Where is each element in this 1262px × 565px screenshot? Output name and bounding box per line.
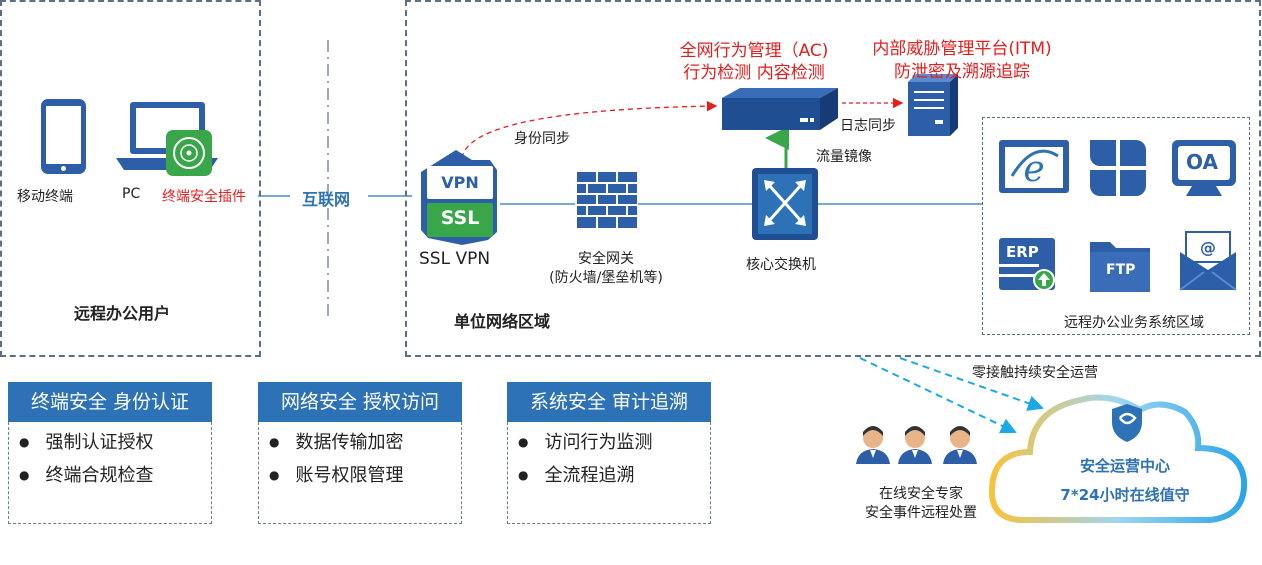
core-switch-icon <box>752 168 818 240</box>
expert-avatar-icon <box>898 426 932 464</box>
remote-office-zone <box>0 0 261 357</box>
cloud-subtitle: 7*24小时在线值守 <box>1060 486 1190 504</box>
panel-item: 账号权限管理 <box>269 459 461 492</box>
erp-icon-text: ERP <box>1006 243 1039 261</box>
business-system-zone <box>982 117 1250 335</box>
traffic-mirror-label: 流量镜像 <box>816 149 872 165</box>
panel-title: 系统安全 审计追溯 <box>507 382 711 422</box>
panel-network-security: 网络安全 授权访问 数据传输加密 账号权限管理 <box>258 382 462 524</box>
panel-endpoint-security: 终端安全 身份认证 强制认证授权 终端合规检查 <box>8 382 212 524</box>
expert-avatar-icon <box>943 426 977 464</box>
zero-touch-arrow-2 <box>899 357 1044 411</box>
ftp-folder-icon <box>1090 242 1150 292</box>
panel-item: 数据传输加密 <box>269 426 461 459</box>
clover-app-icon <box>1090 140 1146 196</box>
business-zone-title: 远程办公业务系统区域 <box>1064 315 1204 331</box>
panel-title: 网络安全 授权访问 <box>258 382 462 422</box>
identity-sync-arrow <box>461 100 718 159</box>
panel-list: 数据传输加密 账号权限管理 <box>258 422 462 524</box>
ac-appliance-icon <box>722 88 838 130</box>
unit-network-zone <box>405 0 1261 357</box>
panel-title: 终端安全 身份认证 <box>8 382 212 422</box>
cloud-title: 安全运营中心 <box>1079 457 1170 475</box>
ssl-vpn-label: SSL VPN <box>419 249 491 269</box>
panel-item: 终端合规检查 <box>19 459 211 492</box>
unit-zone-title: 单位网络区域 <box>454 312 551 331</box>
panel-list: 强制认证授权 终端合规检查 <box>8 422 212 524</box>
email-icon <box>1179 231 1237 291</box>
experts-line1: 在线安全专家 <box>879 486 963 502</box>
mobile-phone-icon <box>41 99 86 174</box>
gateway-label-line1: 安全网关 <box>578 251 634 267</box>
ac-label-line1: 全网行为管理（AC) <box>679 41 829 61</box>
panel-item: 强制认证授权 <box>19 426 211 459</box>
ftp-icon-text: FTP <box>1106 262 1136 278</box>
shield-icon <box>1112 404 1142 442</box>
ssl-vpn-icon <box>421 150 497 245</box>
experts-line2: 安全事件远程处置 <box>865 505 977 521</box>
ie-browser-icon: e <box>999 140 1069 193</box>
mobile-terminal-label: 移动终端 <box>17 189 73 205</box>
oa-icon-text: OA <box>1186 150 1218 174</box>
panel-system-security: 系统安全 审计追溯 访问行为监测 全流程追溯 <box>507 382 711 524</box>
panel-item: 访问行为监测 <box>518 426 710 459</box>
remote-zone-title: 远程办公用户 <box>74 304 171 323</box>
itm-server-icon <box>908 74 958 136</box>
firewall-icon <box>577 172 637 228</box>
svg-text:e: e <box>1023 149 1044 190</box>
zero-touch-label: 零接触持续安全运营 <box>972 365 1098 381</box>
endpoint-plugin-icon <box>166 130 212 176</box>
oa-monitor-icon <box>1172 140 1236 196</box>
zero-touch-arrow-1 <box>859 357 1017 434</box>
endpoint-plugin-label: 终端安全插件 <box>162 189 246 205</box>
core-switch-label: 核心交换机 <box>746 257 816 273</box>
log-sync-label: 日志同步 <box>840 118 896 134</box>
panel-list: 访问行为监测 全流程追溯 <box>507 422 711 524</box>
vpn-icon-bottom-text: SSL <box>440 207 480 229</box>
internet-label: 互联网 <box>302 190 351 209</box>
panel-item: 全流程追溯 <box>518 459 710 492</box>
ac-label-line2: 行为检测 内容检测 <box>683 63 825 83</box>
gateway-label-line2: (防火墙/堡垒机等) <box>549 270 663 286</box>
expert-avatar-icon <box>856 426 890 464</box>
pc-label: PC <box>122 186 141 202</box>
itm-label-line2: 防泄密及溯源追踪 <box>894 62 1030 82</box>
vpn-icon-top-text: VPN <box>441 173 479 192</box>
email-at-icon: @ <box>1200 238 1216 257</box>
erp-icon <box>999 238 1055 291</box>
identity-sync-label: 身份同步 <box>514 131 570 147</box>
itm-label-line1: 内部威胁管理平台(ITM) <box>872 39 1052 59</box>
